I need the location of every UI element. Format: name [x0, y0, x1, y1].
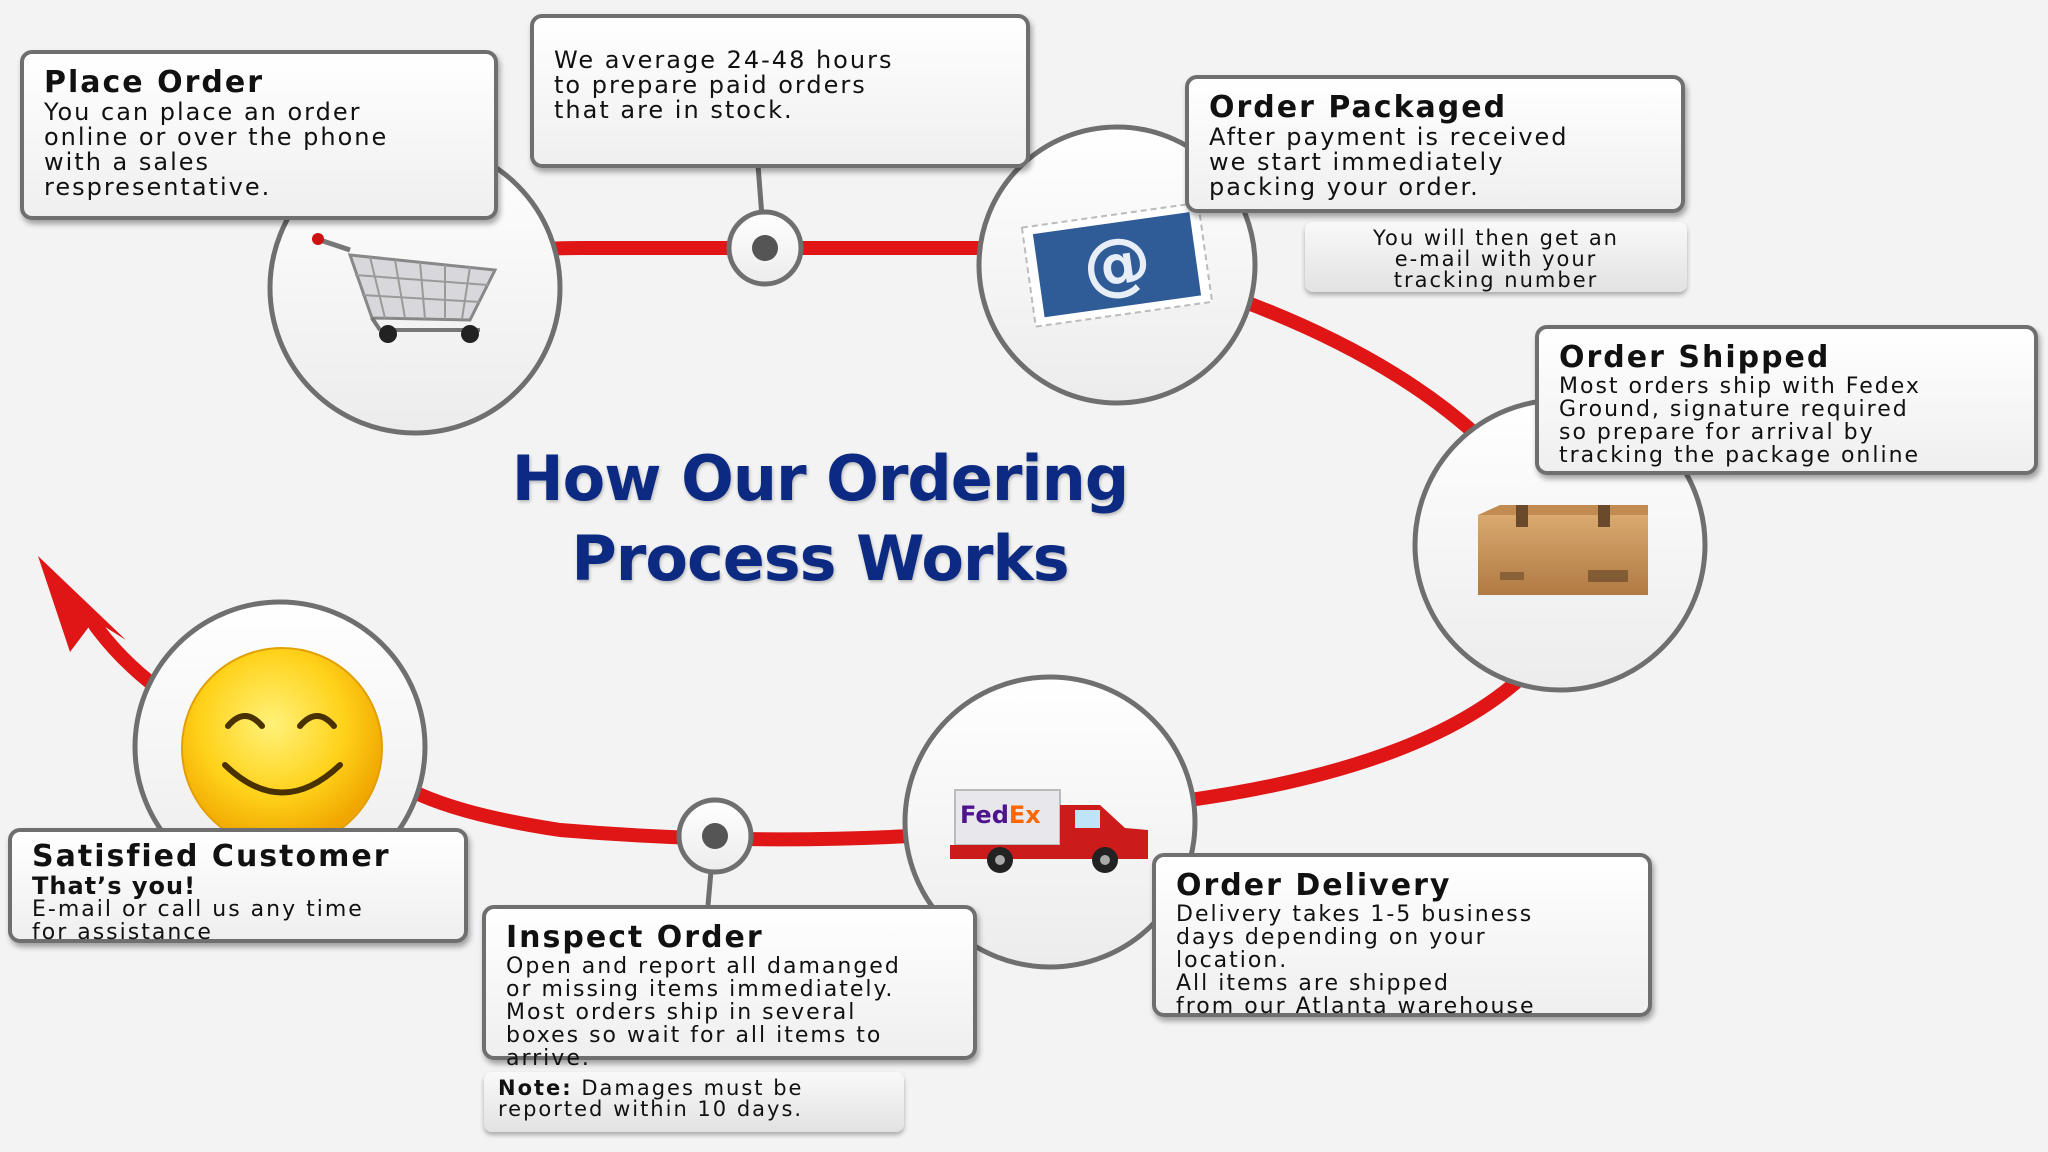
- order-shipped-text: Most orders ship with Fedex Ground, sign…: [1559, 374, 1921, 468]
- bottom-connector-node: [676, 797, 754, 906]
- order-shipped-title: Order Shipped: [1559, 340, 1831, 375]
- cardboard-box-icon: [1478, 505, 1648, 595]
- cycle-arrowhead: [38, 556, 126, 652]
- smiley-face-circle: [132, 599, 428, 895]
- svg-text:FedEx: FedEx: [960, 801, 1041, 829]
- inspect-order-title: Inspect Order: [506, 920, 764, 955]
- svg-text:@: @: [1078, 220, 1156, 308]
- place-order-title: Place Order: [44, 65, 265, 100]
- inspect-order-box: Inspect Order Open and report all damang…: [482, 905, 977, 1070]
- order-delivery-text: Delivery takes 1-5 business days dependi…: [1176, 902, 1536, 1019]
- place-order-text: You can place an order online or over th…: [44, 98, 389, 201]
- damage-note-body: Damages must be reported within 10 days.: [498, 1076, 804, 1121]
- diagram-title-line-2: Process Works: [571, 522, 1069, 595]
- diagram-title-line-1: How Our Ordering: [511, 442, 1129, 515]
- satisfied-customer-title: Satisfied Customer: [32, 839, 391, 874]
- smiley-face-icon: [181, 647, 383, 849]
- satisfied-customer-subtitle: That’s you!: [32, 872, 197, 900]
- order-delivery-box: Order Delivery Delivery takes 1-5 busine…: [1152, 853, 1652, 1019]
- damage-note-text: Note: Damages must be reported within 10…: [498, 1078, 890, 1120]
- order-packaged-title: Order Packaged: [1209, 90, 1508, 125]
- fedex-ex-label: Ex: [1009, 801, 1041, 829]
- fedex-fed-label: Fed: [960, 801, 1009, 829]
- order-packaged-box: Order Packaged After payment is received…: [1185, 75, 1685, 213]
- fedex-truck-icon: FedEx: [950, 789, 1148, 873]
- order-shipped-box: Order Shipped Most orders ship with Fede…: [1535, 325, 2038, 475]
- damage-note-label: Note:: [498, 1076, 573, 1100]
- damage-note: Note: Damages must be reported within 10…: [484, 1072, 904, 1132]
- tracking-email-note: You will then get an e-mail with your tr…: [1305, 222, 1687, 292]
- fedex-truck-circle: FedEx: [902, 674, 1198, 970]
- place-order-box: Place Order You can place an order onlin…: [20, 50, 498, 220]
- satisfied-customer-box: Satisfied Customer That’s you! E-mail or…: [8, 828, 468, 945]
- shopping-cart-icon: [312, 233, 498, 343]
- top-connector-node: [726, 164, 804, 287]
- prepare-time-box: We average 24-48 hours to prepare paid o…: [530, 14, 1030, 168]
- satisfied-customer-text: E-mail or call us any time for assistanc…: [32, 897, 364, 945]
- order-packaged-text: After payment is received we start immed…: [1209, 123, 1569, 201]
- inspect-order-text: Open and report all damanged or missing …: [506, 954, 901, 1071]
- prepare-time-text: We average 24-48 hours to prepare paid o…: [554, 46, 894, 124]
- order-delivery-title: Order Delivery: [1176, 868, 1452, 903]
- tracking-email-text: You will then get an e-mail with your tr…: [1372, 226, 1619, 292]
- email-stamp-icon: @: [1020, 201, 1214, 328]
